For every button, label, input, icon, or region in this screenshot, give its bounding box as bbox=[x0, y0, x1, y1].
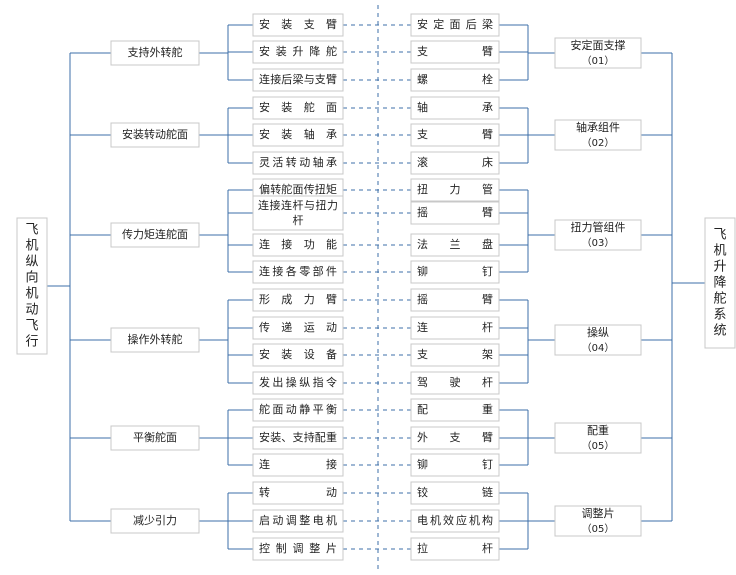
right-group-box bbox=[554, 37, 642, 69]
right-group-name: 配重 bbox=[587, 423, 609, 437]
right-group-code: （01） bbox=[582, 55, 615, 67]
right-component-box bbox=[410, 316, 500, 340]
left-function-box bbox=[252, 398, 344, 422]
right-component-box bbox=[410, 398, 500, 422]
left-group-box bbox=[110, 508, 200, 534]
right-component-box bbox=[410, 123, 500, 147]
right-component-box bbox=[410, 509, 500, 533]
left-group-box bbox=[110, 122, 200, 148]
right-group-code: （05） bbox=[582, 440, 615, 452]
left-function-box bbox=[252, 96, 344, 120]
right-component-box bbox=[410, 343, 500, 367]
right-group-name: 扭力管组件 bbox=[571, 220, 626, 234]
left-function-box bbox=[252, 453, 344, 477]
right-component-box bbox=[410, 40, 500, 64]
left-root-label: 飞机纵向机动飞行 bbox=[25, 223, 38, 350]
right-component-box bbox=[410, 260, 500, 284]
right-component-box bbox=[410, 151, 500, 175]
left-group-label: 传力矩连舵面 bbox=[122, 227, 188, 241]
left-function-box bbox=[252, 316, 344, 340]
right-component-label: 安定面后梁 bbox=[417, 17, 493, 31]
right-root-box bbox=[704, 217, 736, 349]
left-function-label: 安装升降舵 bbox=[259, 44, 337, 58]
right-component-box bbox=[410, 537, 500, 561]
left-group-box bbox=[110, 327, 200, 353]
right-component-box bbox=[410, 233, 500, 257]
left-function-box bbox=[252, 537, 344, 561]
right-group-box bbox=[554, 119, 642, 151]
connector-lines bbox=[47, 5, 705, 572]
left-group-box bbox=[110, 222, 200, 248]
right-group-box bbox=[554, 422, 642, 454]
right-group-code: （02） bbox=[582, 137, 615, 149]
left-root-box bbox=[16, 217, 48, 355]
left-group-box bbox=[110, 40, 200, 66]
right-component-box bbox=[410, 178, 500, 202]
left-function-box bbox=[252, 509, 344, 533]
left-function-box bbox=[252, 195, 344, 231]
left-function-box bbox=[252, 288, 344, 312]
left-function-box bbox=[252, 426, 344, 450]
right-group-code: （04） bbox=[582, 342, 615, 354]
right-component-box bbox=[410, 426, 500, 450]
left-function-box bbox=[252, 233, 344, 257]
left-function-box bbox=[252, 481, 344, 505]
left-function-box bbox=[252, 260, 344, 284]
right-component-box bbox=[410, 201, 500, 225]
left-group-label: 减少引力 bbox=[133, 513, 177, 527]
left-function-box bbox=[252, 13, 344, 37]
right-component-box bbox=[410, 371, 500, 395]
left-group-label: 安装转动舵面 bbox=[122, 127, 188, 141]
right-component-box bbox=[410, 288, 500, 312]
left-group-label: 支持外转舵 bbox=[128, 45, 183, 59]
right-component-box bbox=[410, 453, 500, 477]
right-component-box bbox=[410, 13, 500, 37]
right-group-box bbox=[554, 324, 642, 356]
right-group-name: 安定面支撑 bbox=[571, 38, 626, 52]
right-group-box bbox=[554, 219, 642, 251]
left-function-box bbox=[252, 371, 344, 395]
right-group-box bbox=[554, 505, 642, 537]
diagram-nodes: 飞机纵向机动飞行支持外转舵安装支臂安装升降舵连接后梁与支臂安装转动舵面安装舵面安… bbox=[16, 13, 736, 561]
left-function-box bbox=[252, 343, 344, 367]
right-component-box bbox=[410, 68, 500, 92]
left-function-box bbox=[252, 151, 344, 175]
right-root-label: 飞机升降舵系统 bbox=[713, 228, 726, 339]
right-group-name: 调整片 bbox=[582, 506, 615, 520]
left-group-label: 平衡舵面 bbox=[133, 430, 177, 444]
left-group-box bbox=[110, 425, 200, 451]
right-group-code: （03） bbox=[582, 237, 615, 249]
left-function-label: 偏转舵面传扭矩 bbox=[259, 182, 337, 196]
left-function-label: 连接后梁与支臂 bbox=[259, 72, 337, 86]
left-function-label: 控制调整片 bbox=[259, 541, 337, 555]
left-function-box bbox=[252, 68, 344, 92]
left-function-box bbox=[252, 40, 344, 64]
right-component-box bbox=[410, 481, 500, 505]
right-group-code: （05） bbox=[582, 523, 615, 535]
right-group-name: 轴承组件 bbox=[576, 120, 620, 134]
left-group-label: 操作外转舵 bbox=[128, 332, 183, 346]
left-function-label: 安装、支持配重 bbox=[259, 430, 337, 444]
right-group-name: 操纵 bbox=[587, 325, 609, 339]
right-component-box bbox=[410, 96, 500, 120]
left-function-box bbox=[252, 123, 344, 147]
